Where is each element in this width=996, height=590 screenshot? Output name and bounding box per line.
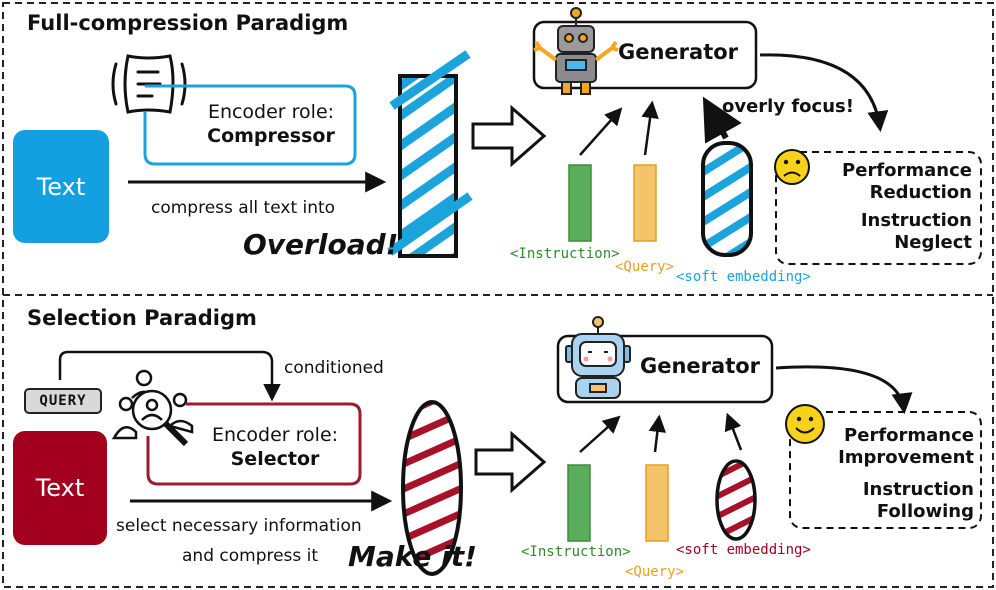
arrow-query-gen-bottom	[648, 414, 667, 453]
arrow-soft-gen-bottom	[724, 412, 743, 451]
arrow-gen-result-top	[759, 53, 889, 133]
result-bottom-line4: Following	[876, 501, 974, 522]
hollow-arrow-bottom	[474, 430, 547, 494]
instruction-token-bottom	[567, 464, 591, 542]
result-box-bottom	[789, 411, 982, 529]
conditioned-label: conditioned	[284, 358, 384, 378]
query-tag-top: <Query>	[615, 259, 675, 275]
result-top-line3: Instruction	[860, 210, 972, 231]
generator-label-bottom: Generator	[640, 354, 761, 378]
result-text-top: Performance Reduction Instruction Neglec…	[810, 160, 972, 254]
text-box-bottom: Text	[13, 431, 107, 545]
selector-role-label: Encoder role: Selector	[190, 423, 360, 471]
soft-embedding-tag-bottom: <soft embedding>	[676, 542, 811, 558]
arrow-instr-gen-bottom	[579, 415, 621, 453]
instruction-tag-top: <Instruction>	[510, 246, 620, 262]
select-caption-line2: and compress it	[182, 546, 319, 566]
robot-head-icon	[565, 316, 631, 399]
arrow-query-gen-top	[641, 100, 659, 156]
compressor-role-name: Compressor	[207, 125, 335, 147]
instruction-tag-bottom: <Instruction>	[521, 544, 631, 560]
compressed-block-top	[387, 50, 473, 258]
instruction-token-top	[568, 164, 592, 242]
result-text-bottom: Performance Improvement Instruction Foll…	[808, 425, 974, 523]
hollow-arrow-top	[471, 104, 547, 168]
result-top-line1: Performance	[842, 160, 972, 181]
result-bottom-line3: Instruction	[862, 479, 974, 500]
generator-label-top: Generator	[618, 40, 739, 64]
happy-face-icon	[785, 404, 825, 444]
query-token-top	[633, 164, 657, 242]
result-bottom-line2: Improvement	[838, 447, 974, 468]
robot-icon	[533, 7, 619, 95]
text-box-top: Text	[13, 130, 109, 243]
bottom-section-title: Selection Paradigm	[27, 306, 257, 330]
arrow-gen-result-bottom	[775, 365, 913, 415]
document-scan-icon	[111, 54, 187, 114]
arrow-instr-gen-top	[579, 107, 623, 156]
overly-focus-note: overly focus!	[722, 96, 854, 117]
result-top-line4: Neglect	[894, 232, 972, 253]
select-caption-line1: select necessary information	[116, 516, 362, 536]
top-section-title: Full-compression Paradigm	[27, 11, 349, 35]
result-bottom-line1: Performance	[844, 425, 974, 446]
query-chip: QUERY	[24, 388, 102, 414]
make-it-exclaim: Make it!	[348, 540, 477, 573]
overload-exclaim: Overload!	[243, 228, 399, 261]
query-tag-bottom: <Query>	[625, 564, 685, 580]
compressor-role-frame	[143, 84, 357, 166]
conditioned-arrow	[58, 350, 281, 402]
query-token-bottom	[645, 464, 669, 542]
compressor-role-prefix: Encoder role:	[207, 101, 335, 123]
compressor-role-label: Encoder role: Compressor	[186, 100, 356, 148]
sad-face-icon	[774, 149, 810, 185]
compress-caption: compress all text into	[151, 198, 336, 218]
selector-role-frame	[146, 402, 362, 486]
selector-role-name: Selector	[230, 448, 320, 470]
arrow-soft-gen-top	[702, 96, 742, 144]
soft-embedding-tag-top: <soft embedding>	[676, 269, 811, 285]
result-box-top	[775, 151, 982, 265]
result-top-line2: Reduction	[869, 182, 972, 203]
magnifier-people-icon	[111, 369, 194, 447]
selector-role-prefix: Encoder role:	[211, 424, 339, 446]
